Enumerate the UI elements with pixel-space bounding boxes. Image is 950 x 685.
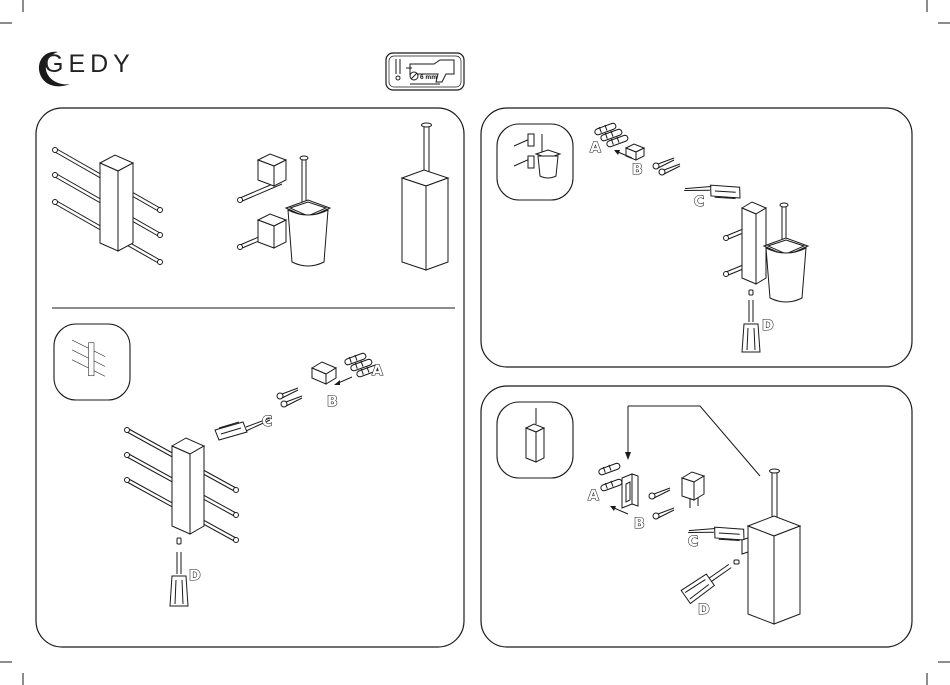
screwdriver-icon bbox=[742, 300, 760, 352]
brand-name: GEDY bbox=[44, 50, 135, 78]
floor-brush-holder-assembly bbox=[742, 469, 800, 624]
screwdriver-icon bbox=[681, 559, 734, 603]
gedy-logo: GEDY bbox=[39, 50, 135, 86]
label-b: B bbox=[634, 516, 645, 532]
label-b: B bbox=[327, 394, 338, 410]
label-c: C bbox=[688, 534, 698, 550]
label-a: A bbox=[588, 488, 599, 504]
bracket-icon bbox=[622, 474, 638, 508]
label-c: C bbox=[694, 194, 704, 210]
screwdriver-icon bbox=[170, 552, 188, 606]
label-b: B bbox=[632, 162, 643, 178]
product-floor-brush-holder bbox=[402, 123, 448, 270]
wall-brush-holder-assembly bbox=[724, 202, 809, 302]
screw-icon bbox=[653, 158, 680, 175]
product-towel-rail bbox=[53, 148, 163, 265]
thumb-wall-brush-holder bbox=[497, 124, 573, 200]
tools-required-icon: 6 mm bbox=[386, 53, 464, 90]
bracket-icon bbox=[626, 144, 644, 160]
product-wall-brush-holder bbox=[238, 154, 331, 266]
wall-plug-icon bbox=[598, 462, 623, 491]
label-c: C bbox=[262, 414, 272, 430]
screw-icon bbox=[649, 488, 674, 519]
bracket-icon bbox=[312, 362, 336, 384]
step-towel-rail: A B C bbox=[54, 324, 383, 606]
step-wall-brush-holder: A B C bbox=[497, 122, 808, 352]
bracket-icon bbox=[682, 472, 704, 508]
drill-size: 6 mm bbox=[420, 74, 437, 81]
rail-assembly bbox=[125, 428, 239, 543]
screw-icon bbox=[277, 388, 302, 407]
label-d: D bbox=[762, 318, 774, 334]
step-floor-brush-holder: A B C bbox=[497, 402, 800, 624]
label-a: A bbox=[372, 363, 383, 379]
label-d: D bbox=[189, 568, 201, 584]
label-d: D bbox=[698, 602, 710, 618]
label-a: A bbox=[590, 140, 601, 156]
